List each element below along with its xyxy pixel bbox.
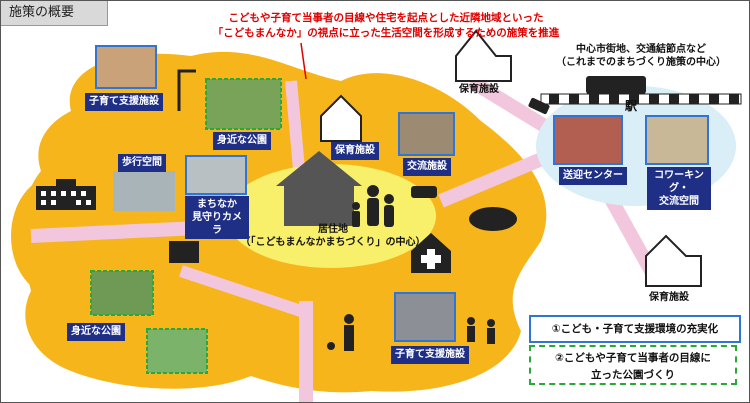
photo-park-top — [205, 78, 282, 130]
label-watch-camera-line1: まちなか — [197, 199, 237, 210]
label-coworking-line1: コワーキング・ — [654, 170, 704, 194]
photo-park-bottom-2 — [146, 328, 208, 374]
nursery-icon-bottom-right — [645, 234, 702, 287]
label-nursery-bottom-right: 保育施設 — [649, 292, 689, 303]
note-pointer — [300, 42, 307, 80]
railway-ties — [549, 94, 739, 104]
nursery-icon-mid — [320, 94, 362, 142]
city-center-caption: 中心市街地、交通結節点など （これまでのまちづくり施策の中心） — [541, 43, 741, 69]
label-nursery-top-right: 保育施設 — [459, 84, 499, 95]
house-icon — [276, 151, 362, 226]
label-park-bottom: 身近な公園 — [67, 323, 125, 341]
label-exchange: 交流施設 — [403, 158, 451, 176]
label-coworking: コワーキング・ 交流空間 — [647, 167, 711, 210]
label-station: 駅 — [625, 99, 638, 113]
header-note-line2: 「こどもまんなか」の視点に立った生活空間を形成するための施策を推進 — [212, 27, 560, 39]
photo-childcare-bottom — [394, 292, 456, 342]
school-icon — [36, 179, 96, 210]
station-icon — [586, 76, 646, 94]
photo-pickup — [553, 115, 623, 165]
photo-walkway — [113, 171, 175, 211]
city-center-line1: 中心市街地、交通結節点など — [576, 44, 706, 55]
legend-item-2-line1: ②こどもや子育て当事者の目線に — [555, 352, 711, 364]
header-note: こどもや子育て当事者の目線や住宅を起点とした近隣地域といった 「こどもまんなか」… — [151, 11, 621, 41]
bus-icon-2 — [528, 97, 550, 115]
label-walkway: 歩行空間 — [118, 154, 166, 172]
road-bottom-left — [179, 265, 303, 317]
label-watch-camera-line2: 見守りカメラ — [192, 212, 242, 236]
kids-playing-icon — [467, 317, 495, 344]
label-watch-camera: まちなか 見守りカメラ — [185, 196, 249, 239]
bus-icon — [411, 186, 437, 198]
residential-line1: 居住地 — [318, 224, 348, 235]
label-childcare-support-bottom: 子育て支援施設 — [391, 346, 469, 364]
parent-stroller-icon — [327, 314, 354, 351]
photo-coworking — [645, 115, 709, 165]
legend-item-2-line2: 立った公園づくり — [591, 369, 675, 381]
photo-exchange — [398, 112, 455, 156]
pond-icon — [469, 207, 517, 231]
legend-item-1: ①こども・子育て支援環境の充実化 — [529, 315, 741, 343]
family-icon — [352, 185, 394, 227]
label-pickup-center: 送迎センター — [559, 167, 627, 185]
photo-park-bottom-1 — [90, 270, 154, 316]
label-childcare-support-top: 子育て支援施設 — [85, 93, 163, 111]
label-coworking-line2: 交流空間 — [659, 196, 699, 207]
legend-item-2: ②こどもや子育て当事者の目線に 立った公園づくり — [529, 345, 737, 385]
label-nursery-mid: 保育施設 — [331, 142, 379, 160]
shop-icon — [169, 241, 199, 263]
photo-childcare-top — [95, 45, 157, 89]
street-lamp-icon — [177, 69, 196, 111]
photo-camera — [185, 155, 247, 195]
label-park-top: 身近な公園 — [213, 132, 271, 150]
nursery-icon-top-right — [455, 29, 512, 82]
section-title: 施策の概要 — [1, 1, 108, 26]
city-center-line2: （これまでのまちづくり施策の中心） — [556, 57, 726, 68]
header-note-line1: こどもや子育て当事者の目線や住宅を起点とした近隣地域といった — [228, 12, 544, 24]
residential-caption: 居住地 （「こどもまんなかまちづくり」の中心） — [233, 223, 433, 249]
residential-line2: （「こどもまんなかまちづくり」の中心） — [240, 237, 426, 248]
hospital-icon — [411, 233, 451, 273]
